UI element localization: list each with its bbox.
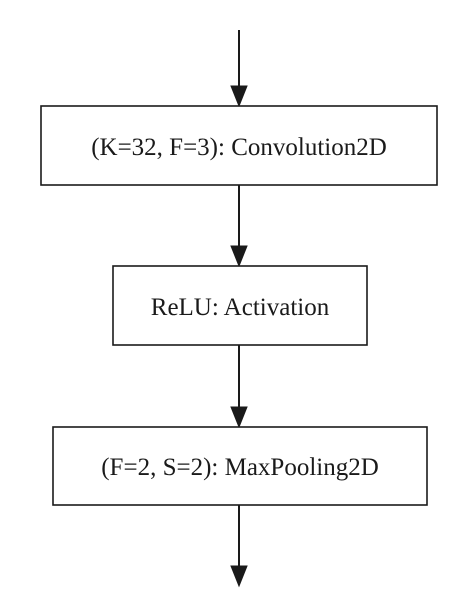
arrowhead-icon xyxy=(230,85,248,108)
edge-convolution-to-activation xyxy=(230,185,248,268)
node-convolution2d-label: (K=32, F=3): Convolution2D xyxy=(91,134,387,161)
node-activation-label: ReLU: Activation xyxy=(151,294,330,321)
arrowhead-icon xyxy=(230,245,248,268)
edge-activation-to-pooling xyxy=(230,345,248,429)
node-maxpooling2d-label: (F=2, S=2): MaxPooling2D xyxy=(101,454,379,481)
node-maxpooling2d[interactable]: (F=2, S=2): MaxPooling2D xyxy=(52,426,428,506)
arrowhead-icon xyxy=(230,406,248,429)
edge-pooling-to-output xyxy=(230,505,248,588)
node-convolution2d[interactable]: (K=32, F=3): Convolution2D xyxy=(40,105,438,186)
edge-input-to-convolution xyxy=(230,30,248,108)
node-activation[interactable]: ReLU: Activation xyxy=(112,265,368,346)
arrowhead-icon xyxy=(230,565,248,588)
